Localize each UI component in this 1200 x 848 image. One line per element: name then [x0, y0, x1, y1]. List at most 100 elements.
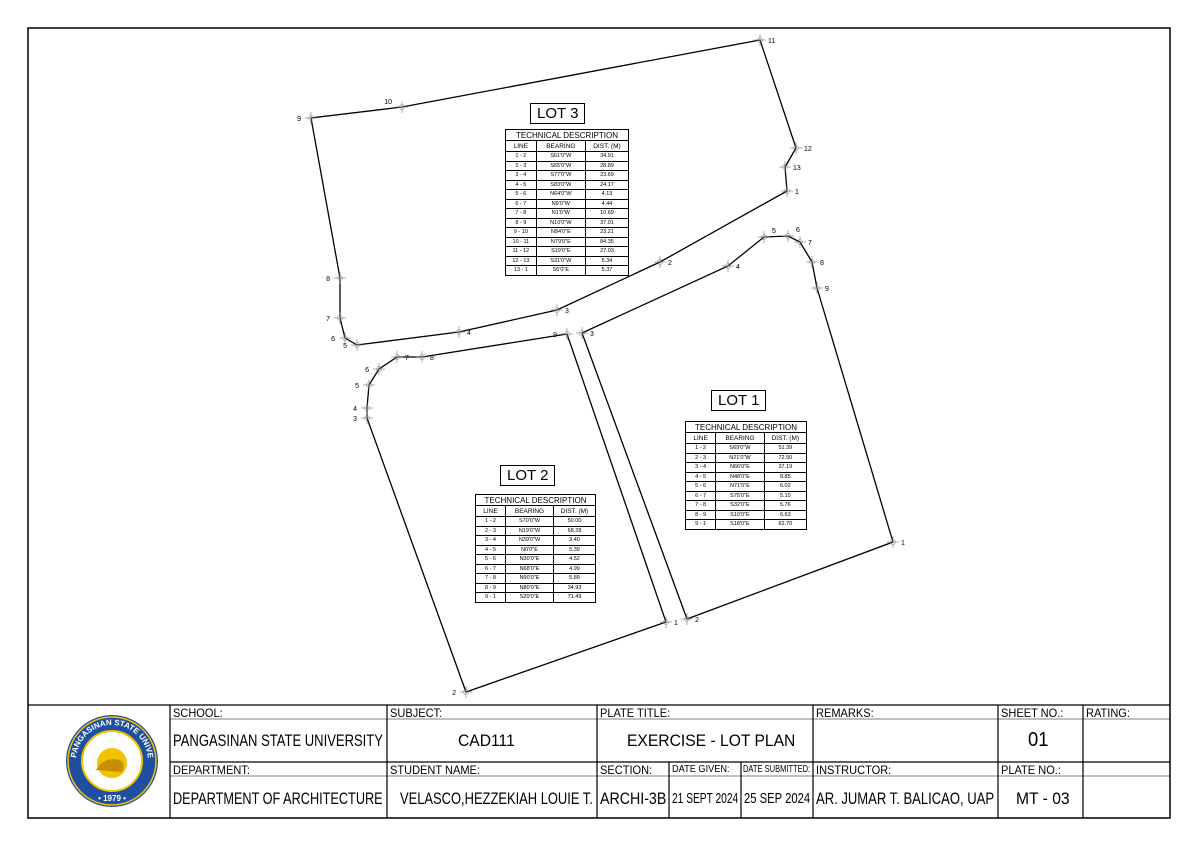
table-cell: 6.02 [763, 481, 808, 492]
corner-label: 7 [405, 355, 409, 362]
corner-label: 4 [353, 406, 357, 413]
table-cell: N21'0"W [715, 452, 765, 463]
table-cell: 5.39 [553, 544, 596, 555]
table-cell: 8.85 [763, 471, 808, 482]
table-cell: N10'0"W [535, 217, 586, 228]
corner-label: 9 [553, 332, 557, 339]
table-cell: 11 - 12 [505, 246, 537, 257]
table-cell: S65'0"W [535, 160, 586, 171]
instructor-value: AR. JUMAR T. BALICAO, UAP [816, 789, 995, 808]
date-submitted-value: 25 SEP 2024 [744, 790, 811, 807]
corner-marker: 9 [553, 328, 573, 340]
corner-marker: 2 [681, 613, 699, 625]
corner-label: 4 [736, 264, 740, 271]
corner-label: 8 [820, 260, 824, 267]
corner-label: 4 [467, 330, 471, 337]
table-cell: S69'0"W [715, 443, 765, 454]
table-cell: 5.89 [553, 573, 596, 584]
corner-label: 5 [343, 343, 347, 350]
table-cell: 8 - 9 [505, 217, 537, 228]
table-cell: 5 - 6 [684, 481, 717, 492]
column-header: LINE [475, 505, 506, 517]
table-cell: 4.52 [553, 554, 596, 565]
column-header: DIST. (M) [584, 140, 630, 152]
corner-marker: 4 [453, 326, 471, 338]
table-cell: 3.40 [553, 535, 596, 546]
column-header: LINE [684, 432, 717, 444]
corner-label: 2 [668, 260, 672, 267]
remarks-label: REMARKS: [816, 706, 874, 720]
table-cell: 2 - 3 [684, 452, 717, 463]
table-cell: 4 - 5 [684, 471, 717, 482]
sheet-no-value: 01 [1028, 729, 1049, 751]
table-cell: 7 - 8 [684, 500, 717, 511]
table-cell: 12 - 13 [505, 255, 537, 266]
table-cell: 13 - 1 [505, 265, 537, 276]
corner-label: 9 [825, 286, 829, 293]
corner-marker: 3 [576, 327, 594, 339]
lot-2-label: LOT 2 [500, 465, 556, 486]
table-cell: 6.63 [763, 509, 808, 520]
table-cell: 9 - 10 [505, 227, 537, 238]
corner-marker: 2 [452, 686, 472, 698]
school-label: SCHOOL: [173, 706, 223, 720]
table-cell: N80'0"E [505, 582, 554, 593]
corner-label: 1 [795, 189, 799, 196]
corner-marker: 1 [887, 536, 905, 548]
corner-marker: 3 [551, 304, 569, 316]
table-title: TECHNICAL DESCRIPTION [475, 494, 596, 506]
corner-marker: 8 [326, 272, 346, 284]
table-cell: 28.89 [584, 160, 630, 171]
table-cell: S70'0"W [505, 516, 554, 527]
table-cell: S61'0"W [535, 151, 586, 162]
subject-label: SUBJECT: [390, 706, 443, 720]
column-header: DIST. (M) [763, 432, 808, 444]
table-cell: 1 - 2 [475, 516, 506, 527]
table-cell: 6 - 7 [505, 198, 537, 209]
table-cell: 72.50 [763, 452, 808, 463]
table-cell: 4 - 5 [475, 544, 506, 555]
instructor-label: INSTRUCTOR: [816, 763, 892, 777]
table-cell: 6 - 7 [475, 563, 506, 574]
rating-label: RATING: [1086, 706, 1130, 720]
table-cell: 34.93 [553, 582, 596, 593]
plate-no-value: MT - 03 [1016, 789, 1070, 808]
column-header: BEARING [505, 505, 554, 517]
table-cell: 5 - 6 [475, 554, 506, 565]
table-cell: S83'0"W [535, 179, 586, 190]
corner-marker: 6 [782, 227, 800, 242]
table-cell: N68'0"E [505, 563, 554, 574]
table-cell: 34.91 [584, 151, 630, 162]
table-cell: 3 - 4 [475, 535, 506, 546]
section-label: SECTION: [600, 763, 653, 777]
table-cell: 5 - 6 [505, 189, 537, 200]
table-cell: S32'0"E [715, 500, 765, 511]
corner-label: 6 [365, 367, 369, 374]
table-cell: 2 - 3 [505, 160, 537, 171]
date-submitted-label: DATE SUBMITTED: [743, 764, 811, 775]
corner-label: 10 [384, 99, 392, 106]
department-value: DEPARTMENT OF ARCHITECTURE [173, 789, 383, 808]
table-cell: 1 - 2 [684, 443, 717, 454]
table-cell: 5.34 [584, 255, 630, 266]
corner-label: 7 [326, 316, 330, 323]
corner-marker: 6 [365, 363, 385, 375]
table-cell: 62.70 [763, 519, 808, 530]
svg-text:• 1979 •: • 1979 • [98, 794, 126, 803]
corner-marker: 9 [811, 282, 829, 294]
corner-marker: 7 [391, 351, 409, 363]
table-cell: 7 - 8 [505, 208, 537, 219]
table-title: TECHNICAL DESCRIPTION [685, 421, 807, 433]
